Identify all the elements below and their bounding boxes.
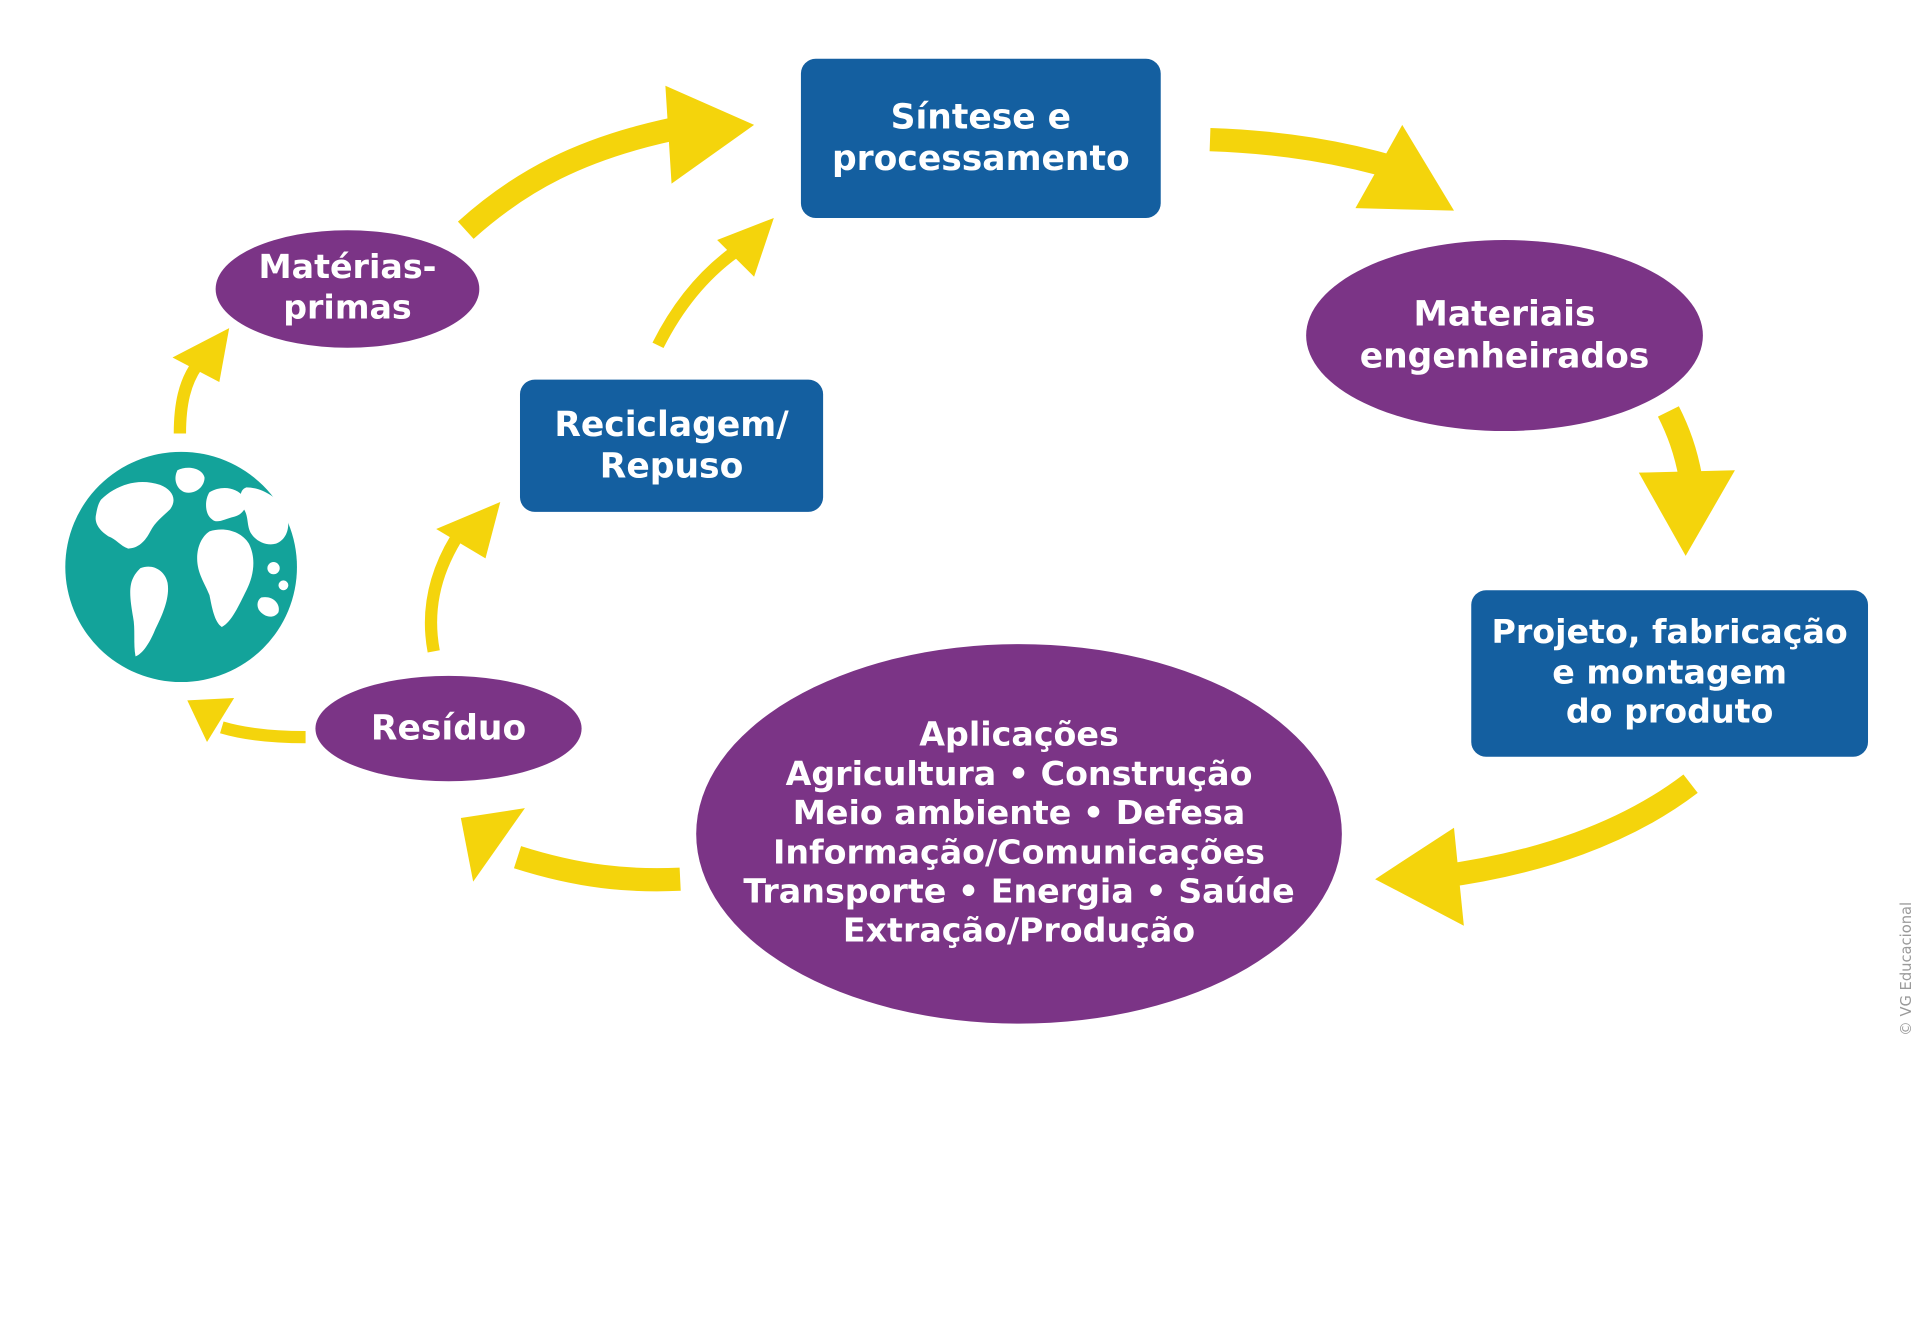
node-aplicacoes: Aplicações Agricultura • Construção Meio… <box>696 644 1342 1024</box>
node-label-line: primas <box>283 288 412 327</box>
node-label-line: Transporte • Energia • Saúde <box>743 872 1295 911</box>
credit-text: © VG Educacional <box>1897 901 1915 1036</box>
node-label-line: Repuso <box>599 445 744 487</box>
node-projeto-fabricacao: Projeto, fabricação e montagem do produt… <box>1471 590 1869 757</box>
node-label-line: Matérias- <box>258 248 437 287</box>
arrow-residuo-to-reciclagem <box>424 502 501 653</box>
node-materiais-engenheirados: Materiais engenheirados <box>1306 240 1703 432</box>
node-label-line: Agricultura • Construção <box>785 755 1253 794</box>
node-label-line: Aplicações <box>919 716 1119 755</box>
node-label-line: engenheirados <box>1359 335 1650 376</box>
arrow-projeto-to-aplicacoes <box>1375 774 1698 926</box>
node-label-line: Meio ambiente • Defesa <box>792 794 1246 833</box>
node-label-line: processamento <box>831 138 1130 179</box>
node-label-line: Projeto, fabricação <box>1491 612 1848 651</box>
arrow-aplicacoes-to-residuo <box>460 808 681 892</box>
node-label-line: Materiais <box>1413 293 1596 335</box>
node-label-line: Reciclagem/ <box>554 403 789 445</box>
node-residuo: Resíduo <box>315 675 582 782</box>
arrow-globe-to-materias <box>172 328 230 434</box>
node-reciclagem-repuso: Reciclagem/ Repuso <box>519 379 824 512</box>
arrow-layer <box>172 85 1735 926</box>
earth-globe-icon <box>65 451 297 683</box>
node-label-line: do produto <box>1565 693 1774 732</box>
node-label-line: Extração/Produção <box>842 911 1196 950</box>
node-sintese-processamento: Síntese e processamento <box>800 58 1161 218</box>
node-label-line: e montagem <box>1552 653 1787 692</box>
arrow-materiais-to-projeto <box>1638 406 1735 556</box>
arrow-reciclagem-to-sintese <box>652 217 774 349</box>
arrow-materias-to-sintese <box>457 85 755 239</box>
node-label-line: Resíduo <box>370 707 527 749</box>
arrow-sintese-to-materiais <box>1209 124 1454 211</box>
arrow-residuo-to-globe <box>187 697 306 744</box>
node-label-line: Síntese e <box>890 96 1072 137</box>
node-label-line: Informação/Comunicações <box>773 833 1265 872</box>
node-materias-primas: Matérias- primas <box>215 230 480 348</box>
